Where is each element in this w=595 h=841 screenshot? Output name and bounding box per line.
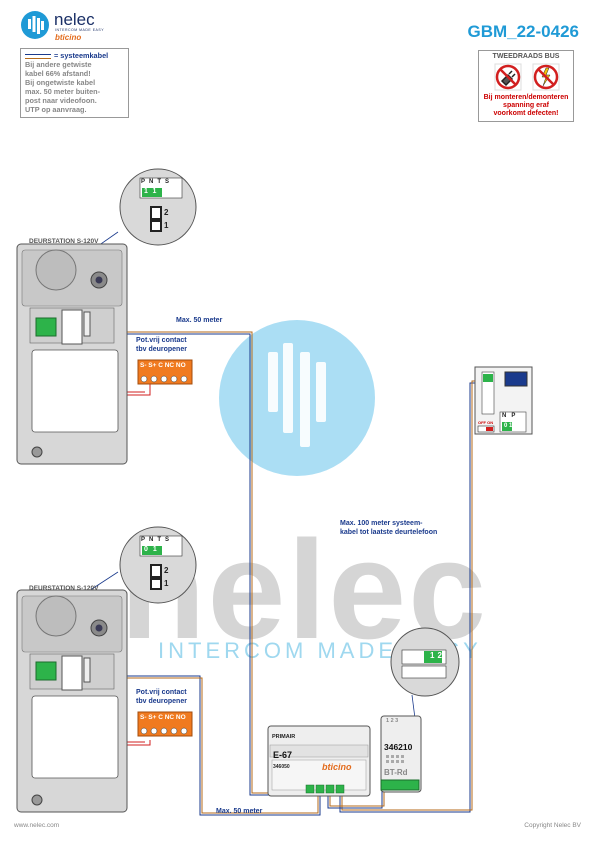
relay-1-terminals: S- S+ C NC NO: [140, 362, 186, 369]
warning-title: TWEEDRAADS BUS: [492, 53, 560, 60]
door-station-2-label: DEURSTATION S-120V: [29, 585, 99, 592]
monitor-terminal-labels: NP: [502, 413, 521, 419]
adapter-part: 346210: [384, 742, 413, 752]
psu-model: E-67: [273, 750, 293, 760]
dip-label-2-door-1: 2: [164, 208, 169, 217]
distance-top: Max. 50 meter: [176, 317, 223, 324]
logo-brand: bticino: [55, 33, 82, 42]
switch-values-1: 11: [144, 188, 162, 195]
cable-note-line: Bij andere getwiste: [25, 60, 92, 69]
psu-brand: bticino: [322, 762, 352, 772]
dip-label-1-door-2: 1: [164, 579, 169, 588]
cable-note-line: post naar videofoon.: [25, 96, 97, 105]
footer-website[interactable]: www.nelec.com: [14, 822, 60, 829]
switch-values-2: 01: [144, 546, 162, 553]
adapter-model: BT-Rd: [384, 768, 408, 777]
cable-note-line: max. 50 meter buiten-: [25, 87, 101, 96]
logo-name: nelec: [54, 10, 95, 29]
door-station-1: [16, 243, 128, 465]
adapter-digits: 1 2 3: [386, 718, 399, 724]
monitor-values: 0 1: [504, 423, 513, 429]
cable-note-line: UTP op aanvraag.: [25, 105, 87, 114]
warning-line: Bij monteren/demonteren: [483, 94, 569, 101]
adapter-cable: [327, 785, 385, 809]
relay-2: [137, 711, 193, 737]
dip-label-1-door-1: 1: [164, 221, 169, 230]
system-cable-swatch: [25, 53, 51, 59]
adapter-closeup: [390, 627, 460, 697]
warning-line: spanning eraf: [503, 102, 549, 109]
warning-text: Bij monteren/demonteren spanning eraf vo…: [479, 94, 573, 118]
no-plug-icon: [494, 63, 560, 91]
logo-tagline: INTERCOM MADE EASY: [55, 28, 105, 32]
footer-copyright: Copyright Nelec BV: [524, 822, 581, 829]
monitor-switch-label: OFF ON: [478, 420, 494, 425]
switch-closeup-1: [119, 168, 197, 246]
distance-bottom: Max. 50 meter: [216, 808, 263, 815]
bt-rd-adapter: [380, 715, 422, 793]
terminal-labels-2: PNTS: [141, 537, 174, 543]
psu-part: 346050: [273, 764, 290, 770]
switch-closeup-2: [119, 526, 197, 604]
system-cable-bottom: [90, 675, 321, 816]
adapter-switch-values: 12: [430, 651, 445, 660]
cable-note-title: = systeemkabel: [54, 51, 109, 60]
document-id: GBM_22-0426: [467, 22, 579, 41]
cable-note-line: kabel 66% afstand!: [25, 69, 91, 78]
relay-2-terminals: S- S+ C NC NO: [140, 714, 186, 721]
distance-system: Max. 100 meter systeem-kabel tot laatste…: [340, 520, 438, 536]
door-station-1-label: DEURSTATION S-120V: [29, 238, 99, 245]
terminal-labels-1: PNTS: [141, 179, 174, 185]
monitor-unit: [474, 366, 533, 435]
power-supply: [267, 725, 371, 797]
cable-note-line: Bij ongetwiste kabel: [25, 78, 96, 87]
warning-line: voorkomt defecten!: [493, 110, 559, 117]
door-station-2: [16, 589, 128, 813]
cable-note: = systeemkabel Bij andere getwiste kabel…: [20, 48, 129, 118]
dip-label-2-door-2: 2: [164, 566, 169, 575]
nelec-logo-icon: [21, 11, 49, 39]
warning-box: TWEEDRAADS BUS Bij monteren/demonteren s…: [478, 50, 574, 122]
psu-header: PRIMAIR: [272, 734, 296, 740]
relay-1: [137, 359, 193, 385]
